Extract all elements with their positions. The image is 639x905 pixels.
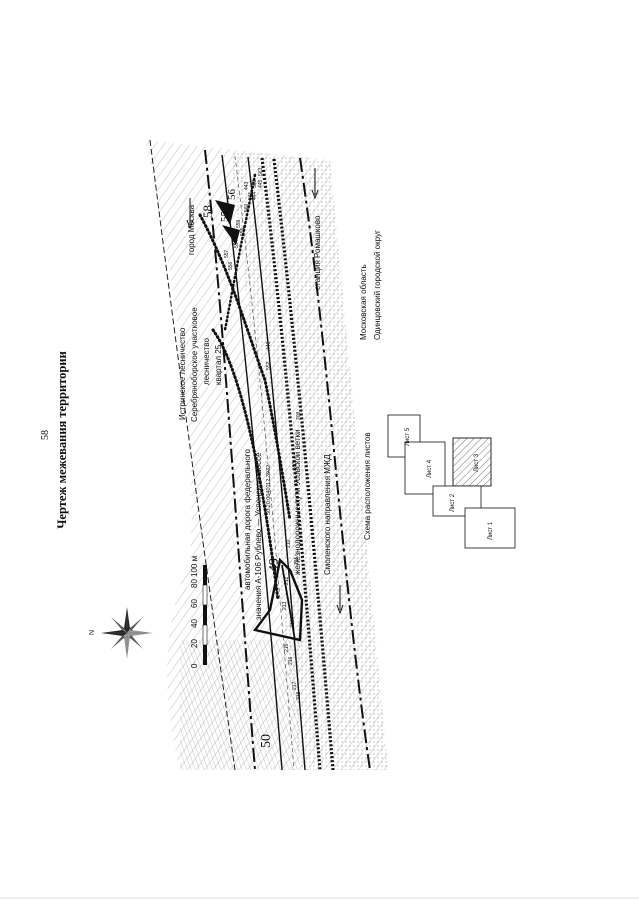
parcel-number: 560 — [244, 203, 250, 212]
map-labels: автомобильная дорога федерального значен… — [178, 189, 382, 749]
scale-tick-label: 60 — [190, 599, 199, 608]
parcel-number: 561 — [248, 191, 254, 200]
label-forestry-4: квартал 25 — [214, 344, 223, 385]
page-number: 58 — [40, 430, 51, 440]
parcel-number: 563 — [258, 167, 264, 176]
parcel-number: 552 — [266, 361, 272, 370]
sheet-4-box — [404, 441, 446, 495]
parcel-number: 211 — [294, 557, 300, 565]
parcel-number: 210 — [286, 539, 292, 548]
parcel-number: 213 — [282, 601, 288, 610]
scale-tick-label: 20 — [190, 639, 199, 648]
north-label: N — [89, 630, 96, 635]
label-region-1: Московская область — [359, 264, 368, 340]
sheet-2-label: Лист 2 — [450, 493, 456, 512]
label-city: город Москва — [187, 204, 196, 255]
zone-label-50: 50 — [259, 734, 274, 748]
parcel-number: 444 — [252, 191, 258, 200]
label-rail-1: железнодорожные пути Усовской ветки — [293, 429, 302, 575]
parcel-number: 209 — [296, 411, 302, 420]
sheet-2-box — [432, 485, 482, 517]
label-station: станция Ромашково — [313, 215, 322, 290]
zone-label-55: 55 — [219, 211, 231, 223]
label-cadastral: 50:20:0040112:3932 — [266, 465, 272, 515]
parcel-number: 446 — [266, 341, 272, 350]
parcel-number: 212 — [284, 576, 290, 585]
parcel-number: 556 — [228, 261, 234, 270]
parcel-number: 216 — [288, 656, 294, 665]
parcel-number: 557 — [224, 249, 230, 258]
sheet-3-box — [452, 437, 492, 487]
parcel-number: 562 — [252, 179, 258, 188]
compass-rose: N — [89, 607, 153, 659]
zone-label-56: 56 — [226, 189, 238, 201]
sheet-1-box — [464, 507, 516, 549]
label-road-1: автомобильная дорога федерального — [243, 448, 252, 590]
label-road-2: значения А-106 Рублево — Успенское шоссе — [254, 452, 263, 620]
label-forestry-2: Серебряноборское участковое — [190, 307, 199, 422]
parcel-number: 214 — [290, 619, 296, 628]
scale-tick-label: 100 м — [190, 556, 199, 577]
parcel-number: 554 — [234, 239, 240, 248]
sheet-3-label: Лист 3 — [474, 453, 480, 472]
sheet-layout-scheme: Схема расположения листов Лист 5 Лист 4 … — [363, 414, 516, 549]
label-forestry-3: лесничество — [202, 338, 211, 385]
parcel-number: 553 — [292, 461, 298, 470]
label-rail-2: Смоленского направления МЖД — [323, 454, 332, 575]
sheet-1-label: Лист 1 — [488, 521, 494, 540]
parcel-number: 217 — [292, 681, 298, 690]
parcel-number: 215 — [284, 643, 290, 652]
zone-label-49: 49 — [267, 558, 282, 572]
parcel-number: 445 — [258, 179, 264, 188]
parcel-number: 443 — [244, 181, 250, 190]
scale-tick-label: 80 — [190, 579, 199, 588]
parcel-number: 558 — [232, 236, 238, 245]
map-area — [145, 139, 388, 771]
scheme-title: Схема расположения листов — [363, 432, 372, 540]
sheet-4-label: Лист 4 — [427, 459, 433, 478]
scale-tick-label: 40 — [190, 619, 199, 628]
zone-label-58: 58 — [200, 205, 215, 218]
parcel-number: 559 — [236, 219, 242, 228]
parcel-number: 218 — [296, 691, 302, 700]
scale-tick-label: 0 — [190, 663, 199, 668]
label-region-2: Одинцовский городской округ — [373, 230, 382, 340]
parcel-number: 555 — [240, 227, 246, 236]
page-title: Чертеж межевания территории — [55, 351, 69, 529]
label-forestry-1: Истринское лесничество — [178, 327, 187, 420]
scale-bar: 0 20 40 60 80 100 м — [190, 556, 208, 668]
sheet-5-label: Лист 5 — [405, 427, 411, 446]
